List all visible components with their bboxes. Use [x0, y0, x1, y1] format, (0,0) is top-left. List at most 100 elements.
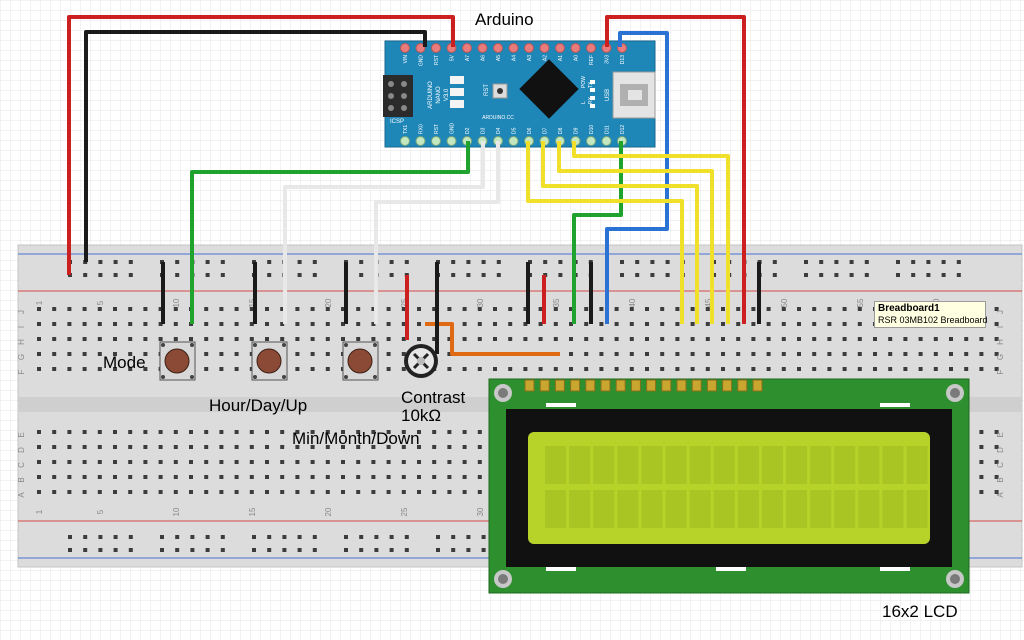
svg-text:NANO: NANO — [436, 86, 442, 104]
rst-label: RST — [484, 84, 490, 96]
row-letter: B — [17, 477, 26, 482]
button-min[interactable] — [342, 341, 379, 381]
row-letter: A — [996, 492, 1005, 498]
tooltip-subtitle: RSR 03MB102 Breadboard — [878, 315, 988, 325]
wire-red-lcd-power[interactable] — [605, 15, 746, 324]
nano-bottom-pin-label: D9 — [574, 127, 580, 134]
label-arduino: Arduino — [475, 10, 534, 29]
label-hour: Hour/Day/Up — [209, 396, 307, 415]
label-contrast: Contrast — [401, 388, 466, 407]
tooltip-title: Breadboard1 — [878, 303, 940, 314]
wire-white-min[interactable] — [374, 141, 500, 324]
nano-top-pins — [400, 43, 627, 53]
reset-button-cap — [497, 88, 503, 94]
row-letter: J — [17, 310, 26, 314]
nano-bottom-pin-label: D8 — [558, 127, 564, 134]
row-letter: G — [17, 354, 26, 360]
column-number: 40 — [628, 298, 637, 307]
nano-top-pin-label: A4 — [512, 55, 518, 61]
row-letter: H — [17, 339, 26, 345]
column-number: 10 — [172, 298, 181, 307]
wire-yellow-3[interactable] — [557, 141, 714, 324]
label-resistance: 10kΩ — [401, 406, 441, 425]
nano-bottom-pin-label: TX1 — [403, 125, 409, 134]
column-number: 45 — [704, 298, 713, 307]
column-number: 55 — [856, 298, 865, 307]
button-hour[interactable] — [251, 341, 288, 381]
nano-top-pin-label: A0 — [574, 55, 580, 61]
svg-text:L: L — [581, 101, 587, 104]
nano-top-pin-label: A7 — [465, 55, 471, 61]
nano-bottom-pin-label: D2 — [465, 127, 471, 134]
column-number: 10 — [172, 507, 181, 516]
svg-text:V3.0: V3.0 — [444, 88, 450, 101]
lcd-character-cells — [545, 446, 928, 528]
wire-green-lcd[interactable] — [572, 141, 623, 324]
button-mode[interactable] — [159, 341, 196, 381]
wire-black-gnd[interactable] — [84, 30, 427, 262]
button-cap — [347, 348, 373, 374]
row-letter: A — [17, 492, 26, 498]
lcd-module[interactable] — [488, 378, 970, 594]
svg-text:TX: TX — [588, 81, 594, 88]
mcu-chip — [519, 59, 579, 119]
wire-yellow-1[interactable] — [526, 141, 684, 324]
row-letter: J — [996, 310, 1005, 314]
column-number: 1 — [35, 509, 44, 514]
svg-text:POW: POW — [581, 76, 587, 88]
row-letter: I — [996, 326, 1005, 328]
breadboard-tooltip: Breadboard1 RSR 03MB102 Breadboard — [874, 301, 988, 328]
nano-bottom-pins — [400, 136, 627, 146]
column-number: 25 — [400, 298, 409, 307]
nano-bottom-pin-label: RX0 — [419, 124, 425, 134]
column-number: 15 — [248, 507, 257, 516]
nano-bottom-pin-label: D7 — [543, 127, 549, 134]
row-letter: H — [996, 339, 1005, 345]
label-lcd: 16x2 LCD — [882, 602, 958, 621]
svg-text:RX: RX — [588, 96, 594, 104]
column-number: 20 — [324, 507, 333, 516]
wire-green-mode[interactable] — [190, 141, 470, 324]
nano-top-pin-label: RST — [434, 55, 440, 65]
nano-bottom-pin-label: D4 — [496, 127, 502, 134]
nano-top-pin-label: GND — [419, 55, 425, 67]
column-number: 30 — [476, 507, 485, 516]
wire-white-hour[interactable] — [283, 141, 485, 324]
potentiometer[interactable] — [404, 344, 438, 378]
row-letter: F — [17, 369, 26, 374]
nano-bottom-pin-label: D10 — [589, 125, 595, 134]
nano-side-labels: POW TX RX L — [581, 76, 594, 104]
nano-top-pin-label: REF — [589, 55, 595, 65]
button-cap — [256, 348, 282, 374]
row-letter: F — [996, 369, 1005, 374]
column-number: 1 — [35, 300, 44, 305]
nano-bottom-pin-label: D5 — [512, 127, 518, 134]
icsp-label: ICSP — [390, 119, 404, 125]
wire-red-5v[interactable] — [67, 15, 455, 275]
nano-top-pin-label: 3V3 — [605, 55, 611, 64]
button-cap — [164, 348, 190, 374]
nano-bottom-pin-label: D6 — [527, 127, 533, 134]
nano-bottom-pin-label: D3 — [481, 127, 487, 134]
wire-yellow-2[interactable] — [541, 141, 699, 324]
row-letter: C — [17, 462, 26, 468]
column-number: 35 — [552, 298, 561, 307]
wire-yellow-4[interactable] — [572, 141, 730, 324]
nano-top-pin-label: A2 — [543, 55, 549, 61]
nano-top-pin-label: A5 — [496, 55, 502, 61]
nano-top-pin-label: 5V — [450, 54, 456, 61]
nano-board-text: ARDUINO NANO V3.0 — [428, 81, 450, 109]
nano-top-pin-label: VIN — [403, 55, 409, 64]
usb-connector[interactable] — [612, 71, 656, 119]
row-letter: G — [996, 354, 1005, 360]
site-label: ARDUINO.CC — [482, 115, 514, 121]
wire-blue[interactable] — [605, 31, 669, 324]
row-letter: B — [996, 477, 1005, 482]
wires — [67, 15, 761, 356]
lcd-header-pins — [524, 379, 763, 392]
column-number: 25 — [400, 507, 409, 516]
